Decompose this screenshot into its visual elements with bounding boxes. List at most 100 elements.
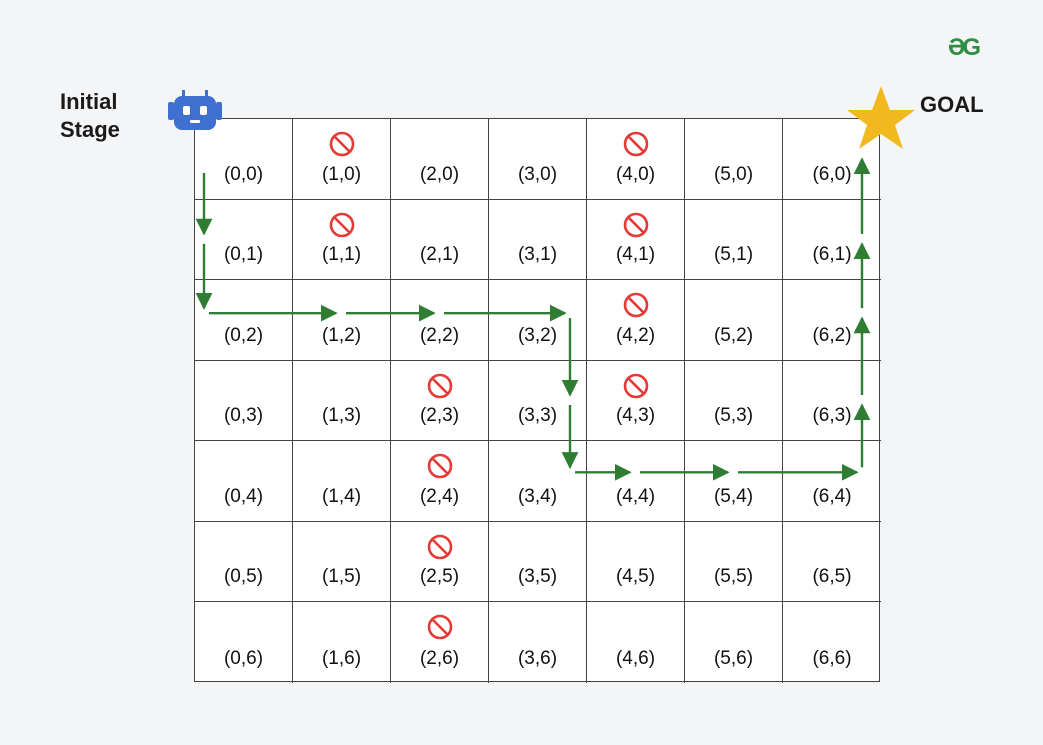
- grid-cell: (6,6): [783, 602, 881, 683]
- grid-cell: (1,1): [293, 199, 391, 281]
- cell-coordinate-label: (5,4): [713, 485, 754, 507]
- cell-coordinate-label: (4,3): [615, 405, 656, 427]
- cell-coordinate-label: (5,6): [713, 647, 754, 669]
- cell-coordinate-label: (5,1): [713, 244, 754, 266]
- grid-cell: (4,1): [587, 199, 685, 281]
- grid-cell: (4,3): [587, 360, 685, 442]
- cell-coordinate-label: (4,2): [615, 324, 656, 346]
- grid-cell: (1,2): [293, 280, 391, 361]
- cell-coordinate-label: (5,5): [713, 566, 754, 588]
- cell-coordinate-label: (6,5): [812, 566, 852, 588]
- cell-coordinate-label: (2,5): [419, 566, 460, 588]
- grid-cell: (3,6): [489, 602, 587, 683]
- grid-cell: (0,0): [195, 119, 293, 200]
- cell-coordinate-label: (3,0): [517, 163, 558, 185]
- no-entry-icon: [329, 131, 354, 157]
- goal-label: GOAL: [920, 92, 984, 117]
- grid-cell: (6,3): [783, 361, 881, 442]
- cell-coordinate-label: (2,0): [419, 163, 460, 185]
- grid-cell: (0,4): [195, 441, 293, 522]
- grid-cell: (0,5): [195, 521, 293, 603]
- grid-cell: (3,1): [489, 199, 587, 281]
- cell-coordinate-label: (6,4): [812, 485, 852, 507]
- initial-stage-label: Initial Stage: [60, 88, 120, 144]
- grid-cell: (6,4): [783, 441, 881, 522]
- grid-cell: (5,0): [685, 119, 783, 200]
- cell-coordinate-label: (2,6): [419, 647, 460, 669]
- cell-coordinate-label: (3,5): [517, 566, 558, 588]
- cell-coordinate-label: (1,5): [321, 566, 362, 588]
- cell-coordinate-label: (2,4): [419, 485, 460, 507]
- no-entry-icon: [623, 131, 648, 157]
- cell-coordinate-label: (4,6): [615, 647, 656, 669]
- grid-cell: (6,5): [783, 522, 881, 603]
- grid-cell: (5,6): [685, 602, 783, 683]
- cell-coordinate-label: (6,3): [812, 405, 852, 427]
- grid-cell: (5,1): [685, 199, 783, 281]
- cell-coordinate-label: (4,1): [615, 244, 656, 266]
- grid-cell: (6,1): [783, 200, 881, 281]
- cell-coordinate-label: (3,1): [517, 244, 558, 266]
- grid-cell: (1,0): [293, 119, 391, 200]
- cell-coordinate-label: (2,2): [419, 324, 460, 346]
- grid-cell: (2,2): [391, 280, 489, 361]
- cell-coordinate-label: (0,6): [223, 647, 264, 669]
- cell-coordinate-label: (4,5): [615, 566, 656, 588]
- grid-cell: (5,5): [685, 521, 783, 603]
- grid-cell: (1,4): [293, 441, 391, 522]
- grid-cell: (5,3): [685, 360, 783, 442]
- grid-cell: (1,5): [293, 521, 391, 603]
- grid-cell: (3,3): [489, 360, 587, 442]
- cell-coordinate-label: (3,3): [517, 405, 558, 427]
- cell-coordinate-label: (6,6): [812, 647, 852, 669]
- grid-board: (0,0) (1,0) (2,0) (3,0) (4,0) (5,0) (6,0) (0,1)…: [194, 118, 881, 683]
- cell-coordinate-label: (5,0): [713, 163, 754, 185]
- cell-coordinate-label: (6,1): [812, 244, 852, 266]
- grid-cell: (1,3): [293, 360, 391, 442]
- no-entry-icon: [427, 615, 452, 640]
- cell-coordinate-label: (4,4): [615, 485, 656, 507]
- grid-cell: (1,6): [293, 602, 391, 683]
- cell-coordinate-label: (1,0): [321, 163, 362, 185]
- cell-coordinate-label: (0,1): [223, 244, 264, 266]
- cell-coordinate-label: (2,1): [419, 244, 460, 266]
- grid-cell: (2,1): [391, 199, 489, 281]
- cell-coordinate-label: (1,2): [321, 324, 362, 346]
- grid-cell: (4,4): [587, 441, 685, 522]
- gfg-logo: ƏG: [948, 34, 981, 61]
- initial-label-line1: Initial: [60, 89, 118, 114]
- grid-cell: (3,5): [489, 521, 587, 603]
- cell-coordinate-label: (0,3): [223, 405, 264, 427]
- grid-cell: (2,3): [391, 360, 489, 442]
- grid-cell: (2,4): [391, 441, 489, 522]
- grid-cell: (6,2): [783, 280, 881, 361]
- cell-coordinate-label: (1,3): [321, 405, 362, 427]
- initial-label-line2: Stage: [60, 117, 120, 142]
- grid-cell: (3,4): [489, 441, 587, 522]
- grid-cell: (0,3): [195, 360, 293, 442]
- grid-cell: (4,6): [587, 602, 685, 683]
- cell-coordinate-label: (2,3): [419, 405, 460, 427]
- grid-cell: (4,0): [587, 119, 685, 200]
- cell-coordinate-label: (1,4): [321, 485, 362, 507]
- cell-coordinate-label: (0,5): [223, 566, 264, 588]
- cell-coordinate-label: (6,0): [812, 163, 852, 185]
- grid-cell: (5,2): [685, 280, 783, 361]
- grid-cell: (3,2): [489, 280, 587, 361]
- no-entry-icon: [427, 453, 452, 479]
- no-entry-icon: [427, 534, 452, 560]
- no-entry-icon: [623, 373, 648, 398]
- cell-coordinate-label: (5,3): [713, 405, 754, 427]
- cell-coordinate-label: (3,6): [517, 647, 558, 669]
- cell-coordinate-label: (1,6): [321, 647, 362, 669]
- cell-coordinate-label: (6,2): [812, 324, 852, 346]
- grid-cell: (0,6): [195, 602, 293, 683]
- grid-cell: (4,2): [587, 280, 685, 361]
- no-entry-icon: [427, 373, 452, 398]
- grid-cell: (5,4): [685, 441, 783, 522]
- cell-coordinate-label: (1,1): [321, 244, 362, 266]
- grid-cell: (6,0): [783, 119, 881, 200]
- cell-coordinate-label: (0,4): [223, 485, 264, 507]
- cell-coordinate-label: (0,2): [223, 324, 264, 346]
